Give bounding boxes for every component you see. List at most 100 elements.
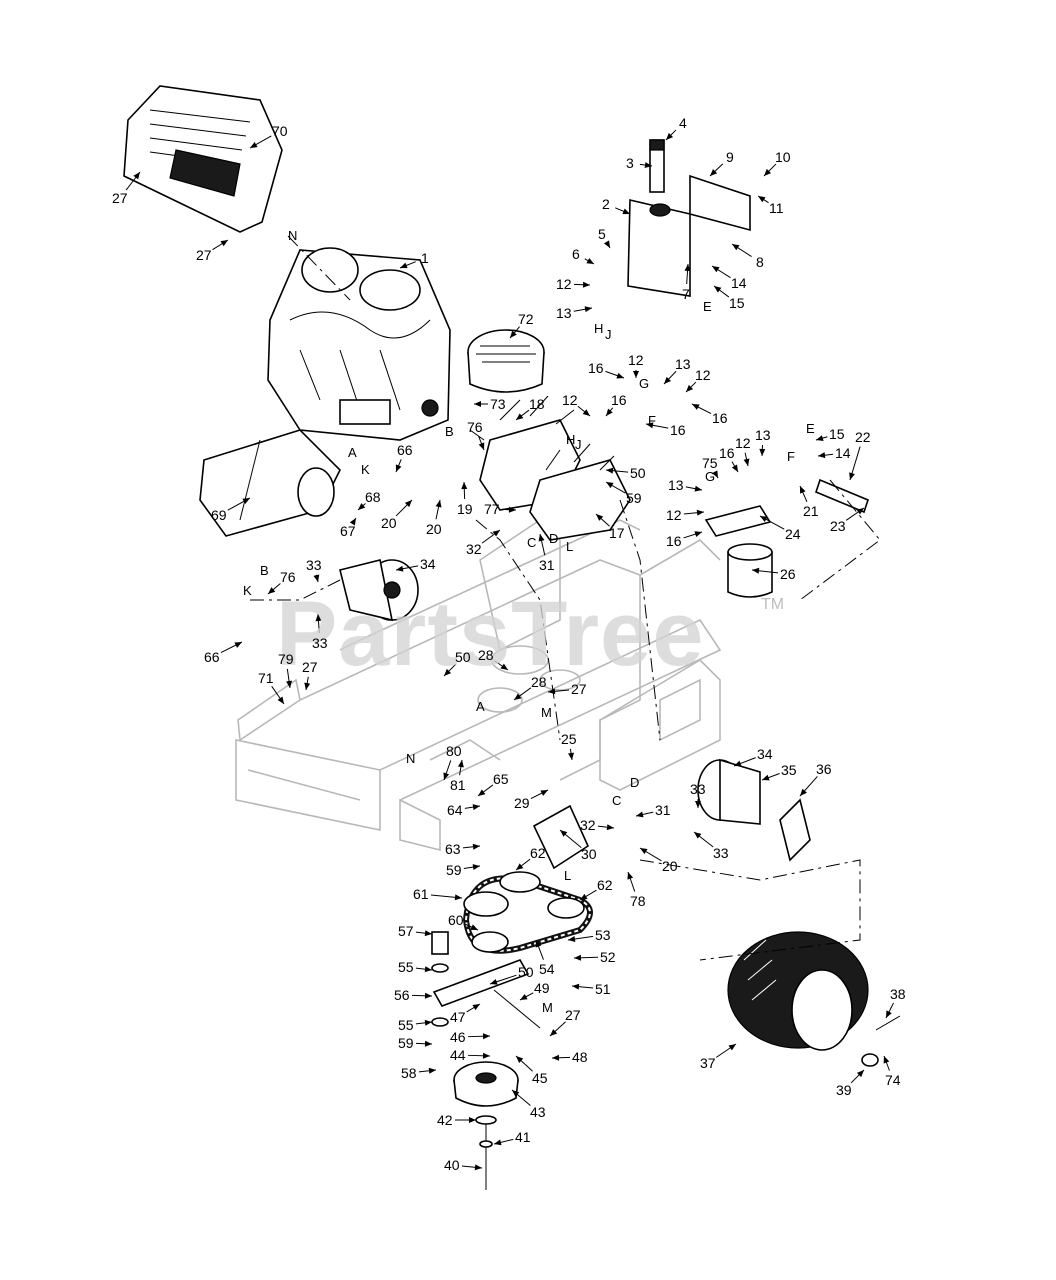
callout-73[interactable]: 73 [490, 396, 506, 412]
callout-58[interactable]: 58 [401, 1065, 417, 1081]
callout-76[interactable]: 76 [280, 569, 296, 585]
callout-36[interactable]: 36 [816, 761, 832, 777]
callout-64[interactable]: 64 [447, 802, 463, 818]
callout-80[interactable]: 80 [446, 743, 462, 759]
callout-16[interactable]: 16 [611, 392, 627, 408]
callout-15[interactable]: 15 [829, 426, 845, 442]
callout-60[interactable]: 60 [448, 912, 464, 928]
callout-37[interactable]: 37 [700, 1055, 716, 1071]
callout-47[interactable]: 47 [450, 1009, 466, 1025]
callout-17[interactable]: 17 [609, 525, 625, 541]
callout-12[interactable]: 12 [562, 392, 578, 408]
callout-59[interactable]: 59 [398, 1035, 414, 1051]
callout-75[interactable]: 75 [702, 455, 718, 471]
callout-71[interactable]: 71 [258, 670, 274, 686]
callout-14[interactable]: 14 [731, 275, 747, 291]
callout-16[interactable]: 16 [666, 533, 682, 549]
callout-27[interactable]: 27 [196, 247, 212, 263]
callout-34[interactable]: 34 [420, 556, 436, 572]
callout-61[interactable]: 61 [413, 886, 429, 902]
callout-32[interactable]: 32 [580, 817, 596, 833]
callout-65[interactable]: 65 [493, 771, 509, 787]
callout-22[interactable]: 22 [855, 429, 871, 445]
callout-74[interactable]: 74 [885, 1072, 901, 1088]
callout-5[interactable]: 5 [598, 226, 606, 242]
callout-12[interactable]: 12 [695, 367, 711, 383]
callout-51[interactable]: 51 [595, 981, 611, 997]
callout-15[interactable]: 15 [729, 295, 745, 311]
callout-50[interactable]: 50 [455, 649, 471, 665]
callout-52[interactable]: 52 [600, 949, 616, 965]
callout-13[interactable]: 13 [556, 305, 572, 321]
callout-20[interactable]: 20 [426, 521, 442, 537]
callout-4[interactable]: 4 [679, 115, 687, 131]
callout-48[interactable]: 48 [572, 1049, 588, 1065]
callout-26[interactable]: 26 [780, 566, 796, 582]
callout-25[interactable]: 25 [561, 731, 577, 747]
callout-8[interactable]: 8 [756, 254, 764, 270]
callout-18[interactable]: 18 [529, 396, 545, 412]
callout-11[interactable]: 11 [769, 200, 784, 216]
callout-19[interactable]: 19 [457, 501, 473, 517]
callout-69[interactable]: 69 [211, 507, 227, 523]
callout-3[interactable]: 3 [626, 155, 634, 171]
callout-50[interactable]: 50 [518, 964, 534, 980]
callout-59[interactable]: 59 [626, 490, 642, 506]
callout-44[interactable]: 44 [450, 1047, 466, 1063]
callout-62[interactable]: 62 [597, 877, 613, 893]
callout-62[interactable]: 62 [530, 845, 546, 861]
callout-41[interactable]: 41 [515, 1129, 531, 1145]
callout-39[interactable]: 39 [836, 1082, 852, 1098]
callout-34[interactable]: 34 [757, 746, 773, 762]
callout-56[interactable]: 56 [394, 987, 410, 1003]
callout-12[interactable]: 12 [628, 352, 644, 368]
callout-79[interactable]: 79 [278, 651, 294, 667]
callout-21[interactable]: 21 [803, 503, 819, 519]
callout-24[interactable]: 24 [785, 526, 801, 542]
callout-23[interactable]: 23 [830, 518, 846, 534]
callout-33[interactable]: 33 [690, 781, 706, 797]
callout-32[interactable]: 32 [466, 541, 482, 557]
callout-59[interactable]: 59 [446, 862, 462, 878]
callout-40[interactable]: 40 [444, 1157, 460, 1173]
callout-27[interactable]: 27 [302, 659, 318, 675]
callout-6[interactable]: 6 [572, 246, 580, 262]
callout-28[interactable]: 28 [478, 647, 494, 663]
callout-49[interactable]: 49 [534, 980, 550, 996]
callout-10[interactable]: 10 [775, 149, 791, 165]
callout-70[interactable]: 70 [272, 123, 288, 139]
callout-46[interactable]: 46 [450, 1029, 466, 1045]
callout-16[interactable]: 16 [719, 445, 735, 461]
callout-33[interactable]: 33 [713, 845, 729, 861]
callout-16[interactable]: 16 [712, 410, 728, 426]
callout-2[interactable]: 2 [602, 196, 610, 212]
callout-66[interactable]: 66 [397, 442, 413, 458]
callout-42[interactable]: 42 [437, 1112, 453, 1128]
callout-13[interactable]: 13 [755, 427, 771, 443]
callout-54[interactable]: 54 [539, 961, 555, 977]
callout-12[interactable]: 12 [666, 507, 682, 523]
callout-31[interactable]: 31 [655, 802, 671, 818]
callout-33[interactable]: 33 [312, 635, 328, 651]
callout-13[interactable]: 13 [668, 477, 684, 493]
callout-1[interactable]: 1 [421, 250, 429, 266]
callout-68[interactable]: 68 [365, 489, 381, 505]
callout-57[interactable]: 57 [398, 923, 414, 939]
callout-20[interactable]: 20 [381, 515, 397, 531]
callout-13[interactable]: 13 [675, 356, 691, 372]
callout-55[interactable]: 55 [398, 1017, 414, 1033]
callout-38[interactable]: 38 [890, 986, 906, 1002]
callout-43[interactable]: 43 [530, 1104, 546, 1120]
callout-27[interactable]: 27 [565, 1007, 581, 1023]
callout-12[interactable]: 12 [556, 276, 572, 292]
callout-45[interactable]: 45 [532, 1070, 548, 1086]
callout-77[interactable]: 77 [484, 501, 500, 517]
callout-67[interactable]: 67 [340, 523, 356, 539]
callout-12[interactable]: 12 [735, 435, 751, 451]
callout-63[interactable]: 63 [445, 841, 461, 857]
callout-20[interactable]: 20 [662, 858, 678, 874]
callout-50[interactable]: 50 [630, 465, 646, 481]
callout-14[interactable]: 14 [835, 445, 851, 461]
callout-7[interactable]: 7 [682, 286, 690, 302]
callout-16[interactable]: 16 [588, 360, 604, 376]
